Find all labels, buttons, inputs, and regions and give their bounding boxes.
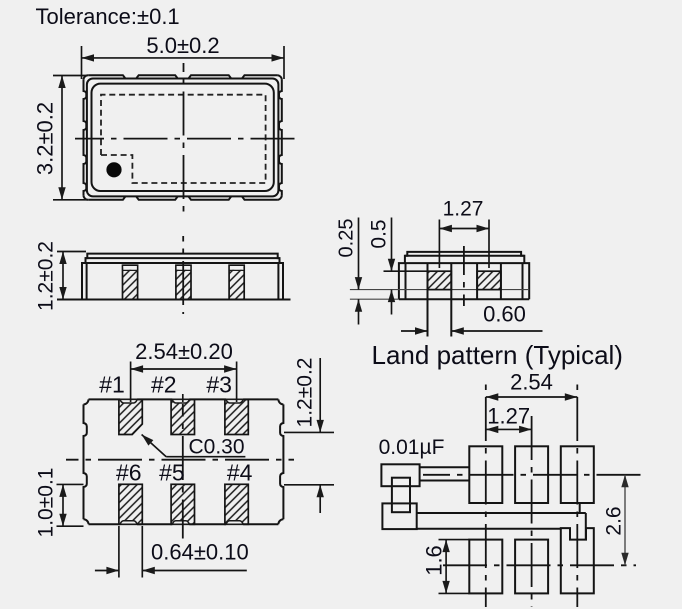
svg-text:Tolerance:±0.1: Tolerance:±0.1	[36, 4, 180, 29]
svg-text:2.54: 2.54	[510, 370, 553, 395]
svg-text:Land pattern (Typical): Land pattern (Typical)	[372, 340, 623, 370]
svg-text:1.27: 1.27	[487, 404, 530, 429]
svg-text:1.6: 1.6	[422, 545, 447, 576]
svg-text:2.54±0.20: 2.54±0.20	[135, 339, 233, 364]
svg-text:2.6: 2.6	[603, 506, 626, 535]
svg-text:C0.30: C0.30	[189, 436, 245, 459]
svg-text:1.2±0.2: 1.2±0.2	[294, 358, 317, 428]
svg-text:1.2±0.2: 1.2±0.2	[35, 241, 58, 311]
svg-text:#6: #6	[116, 460, 142, 486]
svg-text:0.64±0.10: 0.64±0.10	[151, 540, 249, 565]
svg-text:#2: #2	[151, 372, 177, 398]
svg-text:5.0±0.2: 5.0±0.2	[146, 33, 219, 58]
svg-text:1.27: 1.27	[443, 198, 484, 221]
svg-text:#4: #4	[227, 460, 253, 486]
svg-text:0.60: 0.60	[483, 302, 526, 327]
svg-text:#3: #3	[206, 372, 232, 398]
svg-text:0.25: 0.25	[336, 219, 358, 258]
svg-text:3.2±0.2: 3.2±0.2	[33, 102, 58, 175]
svg-text:#1: #1	[99, 372, 125, 398]
svg-text:0.5: 0.5	[368, 219, 391, 248]
svg-text:1.0±0.1: 1.0±0.1	[35, 468, 58, 538]
svg-text:0.01µF: 0.01µF	[379, 436, 445, 459]
svg-text:#5: #5	[159, 460, 185, 486]
